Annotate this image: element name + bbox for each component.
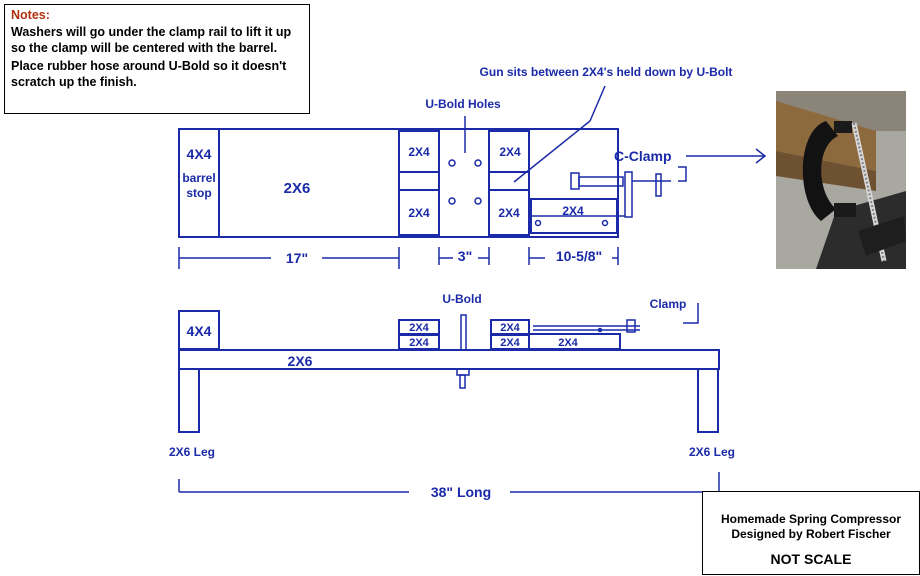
side-2x6-label: 2X6 bbox=[288, 353, 313, 369]
length-label: 38" Long bbox=[431, 484, 491, 500]
gun-note-leader bbox=[589, 85, 606, 122]
clamp-frame bbox=[624, 171, 633, 218]
notes-line: Place rubber hose around U-Bold so it do… bbox=[11, 59, 287, 89]
top-right-2x4-column bbox=[488, 128, 530, 238]
barrel-stop-label-2: stop bbox=[186, 186, 211, 200]
c-clamp-label: C-Clamp bbox=[614, 148, 672, 164]
side-clamp-label: Clamp bbox=[650, 297, 687, 311]
rail-screw bbox=[601, 219, 609, 227]
side-clamp-leader bbox=[683, 303, 699, 324]
side-clamp-rail-2x4 bbox=[528, 333, 621, 350]
top-2x4-label: 2X4 bbox=[408, 206, 430, 220]
rail-screw bbox=[534, 219, 542, 227]
credit-box: Homemade Spring Compressor Designed by R… bbox=[702, 491, 920, 575]
side-2x6-board bbox=[178, 349, 720, 370]
notes-line: Washers will go under the clamp rail to … bbox=[11, 25, 292, 55]
u-bold-hole bbox=[474, 197, 482, 205]
top-2x4-label: 2X4 bbox=[498, 206, 520, 220]
top-right-2x4-upper bbox=[488, 130, 530, 173]
notes-title: Notes: bbox=[11, 8, 50, 22]
top-2x6-label: 2X6 bbox=[284, 180, 311, 197]
side-left-leg bbox=[178, 368, 200, 433]
side-u-bold-label: U-Bold bbox=[442, 292, 481, 306]
top-2x4-label: 2X4 bbox=[408, 145, 430, 159]
u-bold-hole bbox=[448, 197, 456, 205]
u-bold-hole bbox=[448, 159, 456, 167]
u-bolt-end bbox=[459, 374, 466, 389]
u-bold-holes-label: U-Bold Holes bbox=[425, 97, 501, 111]
c-clamp-photo bbox=[776, 91, 906, 269]
side-2x4-label: 2X4 bbox=[409, 337, 429, 349]
notes-box: Notes: Washers will go under the clamp r… bbox=[4, 4, 310, 114]
u-bold-hole bbox=[474, 159, 482, 167]
top-2x4-label: 2X4 bbox=[499, 145, 521, 159]
side-right-leg bbox=[697, 368, 719, 433]
top-left-2x4-lower bbox=[398, 189, 440, 236]
clamp-pad bbox=[570, 172, 580, 190]
clamp-thread bbox=[578, 176, 624, 187]
u-bolt-shaft bbox=[460, 314, 467, 351]
side-left-2x4-lower bbox=[398, 334, 440, 350]
side-2x4-label: 2X4 bbox=[409, 322, 429, 334]
credit-title: Homemade Spring Compressor bbox=[720, 512, 902, 526]
credit-designer: Designed by Robert Fischer bbox=[731, 527, 891, 541]
top-rail-2x4-label: 2X4 bbox=[562, 204, 584, 218]
side-clamp-pin bbox=[597, 327, 603, 333]
side-view: 4X4 2X6 2X4 2X4 2X4 2X4 2X4 U-Bold Clamp… bbox=[169, 292, 735, 500]
c-clamp-bracket bbox=[678, 166, 687, 182]
barrel-stop-label-1: barrel bbox=[182, 171, 215, 185]
dim-10-label: 10-5/8" bbox=[556, 248, 602, 264]
gun-note-leader bbox=[513, 120, 591, 183]
side-rail-2x4-label: 2X4 bbox=[558, 337, 578, 349]
gun-note-label: Gun sits between 2X4's held down by U-Bo… bbox=[480, 65, 733, 79]
top-left-2x4-upper bbox=[398, 130, 440, 173]
right-leg-label: 2X6 Leg bbox=[689, 445, 735, 459]
side-2x4-label: 2X4 bbox=[500, 337, 520, 349]
dim-17-label: 17" bbox=[286, 250, 308, 266]
left-leg-label: 2X6 Leg bbox=[169, 445, 215, 459]
side-clamp-head bbox=[626, 319, 636, 333]
top-view: 4X4 barrel stop 2X6 2X4 2X4 2X4 2X4 2X4 … bbox=[178, 65, 767, 269]
top-left-2x4-column bbox=[398, 128, 440, 238]
top-4x4-label: 4X4 bbox=[187, 146, 212, 162]
scale-note: NOT SCALE bbox=[770, 551, 852, 567]
clamp-handle bbox=[655, 173, 662, 197]
dim-3-label: 3" bbox=[458, 248, 472, 264]
side-2x4-label: 2X4 bbox=[500, 322, 520, 334]
side-4x4-label: 4X4 bbox=[187, 323, 212, 339]
top-right-2x4-lower bbox=[488, 189, 530, 236]
arrow-right-icon bbox=[755, 148, 767, 164]
